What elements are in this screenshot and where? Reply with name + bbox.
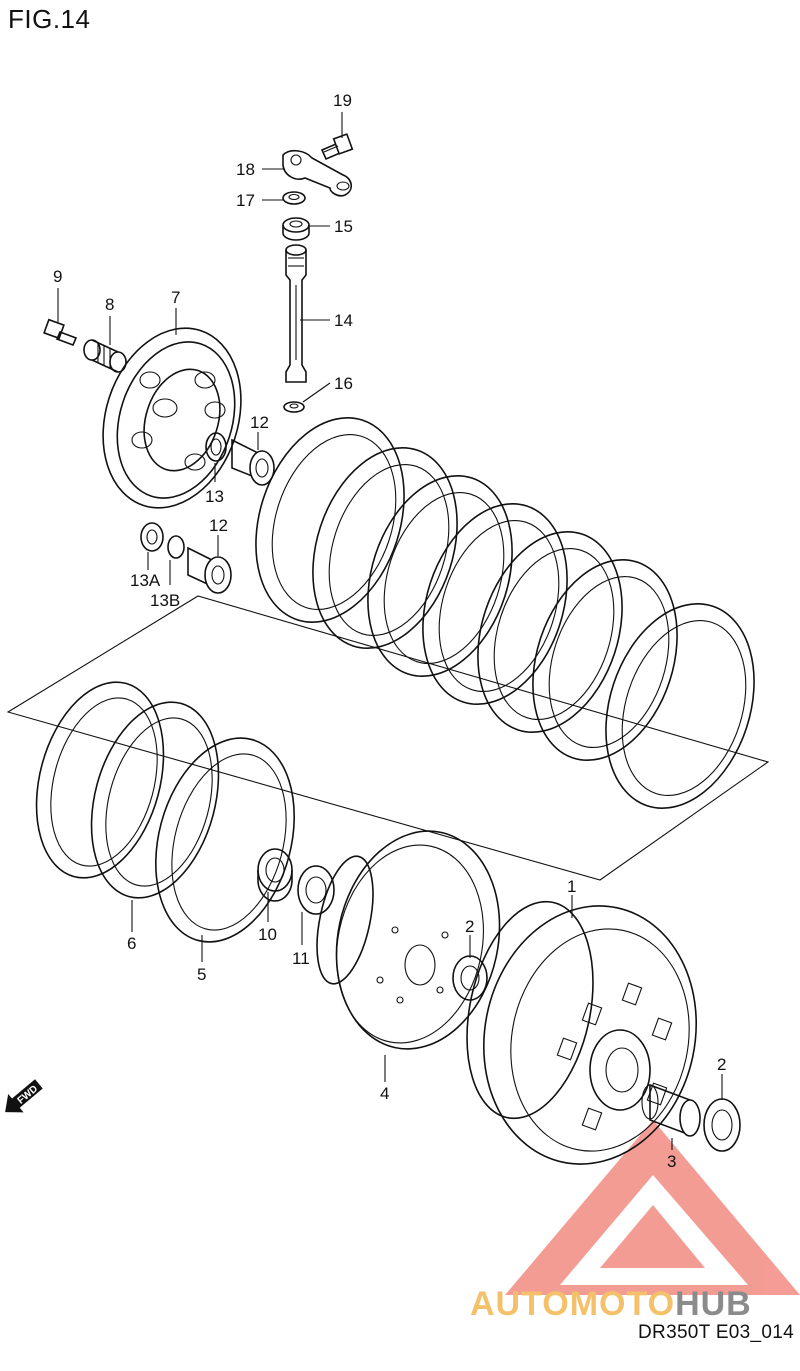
callout-17: 17 (236, 191, 255, 210)
callout-18: 18 (236, 160, 255, 179)
watermark-brand-part1: AUTOMOTO (470, 1285, 676, 1323)
callout-labels: 19 18 17 15 14 16 9 8 7 12 13 12 13A 13B… (53, 91, 726, 1171)
callout-9: 9 (53, 267, 62, 286)
callout-12-upper: 12 (250, 413, 269, 432)
watermark-brand-part2: HUB (675, 1285, 752, 1323)
callout-13a: 13A (130, 571, 161, 590)
washer-13b (167, 535, 185, 559)
callout-16: 16 (334, 374, 353, 393)
plate-stack-lower (35, 681, 296, 943)
callout-19: 19 (333, 91, 352, 110)
bolt-9 (43, 318, 78, 347)
callout-1: 1 (567, 877, 576, 896)
figure-title: FIG.14 (8, 4, 91, 34)
release-shaft-14 (285, 244, 307, 383)
pushrod-piece-12a (231, 438, 275, 486)
plate-stack-upper (255, 417, 755, 809)
lock-washer-11 (297, 865, 335, 915)
watermark-brand: AUTOMOTOHUB (470, 1285, 752, 1324)
callout-13b: 13B (150, 591, 180, 610)
callout-14: 14 (334, 311, 353, 330)
washer-17 (282, 191, 306, 205)
callout-5: 5 (197, 965, 206, 984)
bearing-13 (205, 432, 227, 462)
leader-lines (57, 112, 723, 1150)
callout-4: 4 (380, 1084, 389, 1103)
bearing-15 (282, 217, 310, 241)
washer-2b (703, 1098, 741, 1152)
plate-group-outline (6, 595, 770, 881)
watermark-logo (505, 1120, 800, 1295)
seal-13a (140, 522, 164, 552)
callout-10: 10 (258, 925, 277, 944)
callout-2-upper: 2 (465, 917, 474, 936)
callout-2-lower: 2 (717, 1055, 726, 1074)
release-arm (282, 149, 352, 197)
callout-3: 3 (667, 1152, 676, 1171)
pushrod-piece-12b (187, 546, 232, 594)
callout-15: 15 (334, 217, 353, 236)
bolt-19 (320, 133, 354, 161)
callout-7: 7 (171, 288, 180, 307)
spring-8 (83, 339, 127, 373)
pressure-plate-7 (102, 327, 242, 509)
figure-code: DR350T E03_014 (638, 1322, 794, 1343)
callout-12-lower: 12 (209, 516, 228, 535)
clutch-sleeve-hub-4 (316, 830, 501, 1050)
clutch-housing-1 (466, 900, 698, 1165)
callout-11: 11 (292, 949, 310, 968)
callout-13: 13 (205, 487, 224, 506)
fwd-arrow-icon: FWD (5, 1079, 43, 1113)
nut-10 (257, 848, 293, 902)
callout-6: 6 (127, 934, 136, 953)
spacer-3 (641, 1083, 701, 1137)
washer-16 (283, 401, 305, 413)
callout-8: 8 (105, 295, 114, 314)
